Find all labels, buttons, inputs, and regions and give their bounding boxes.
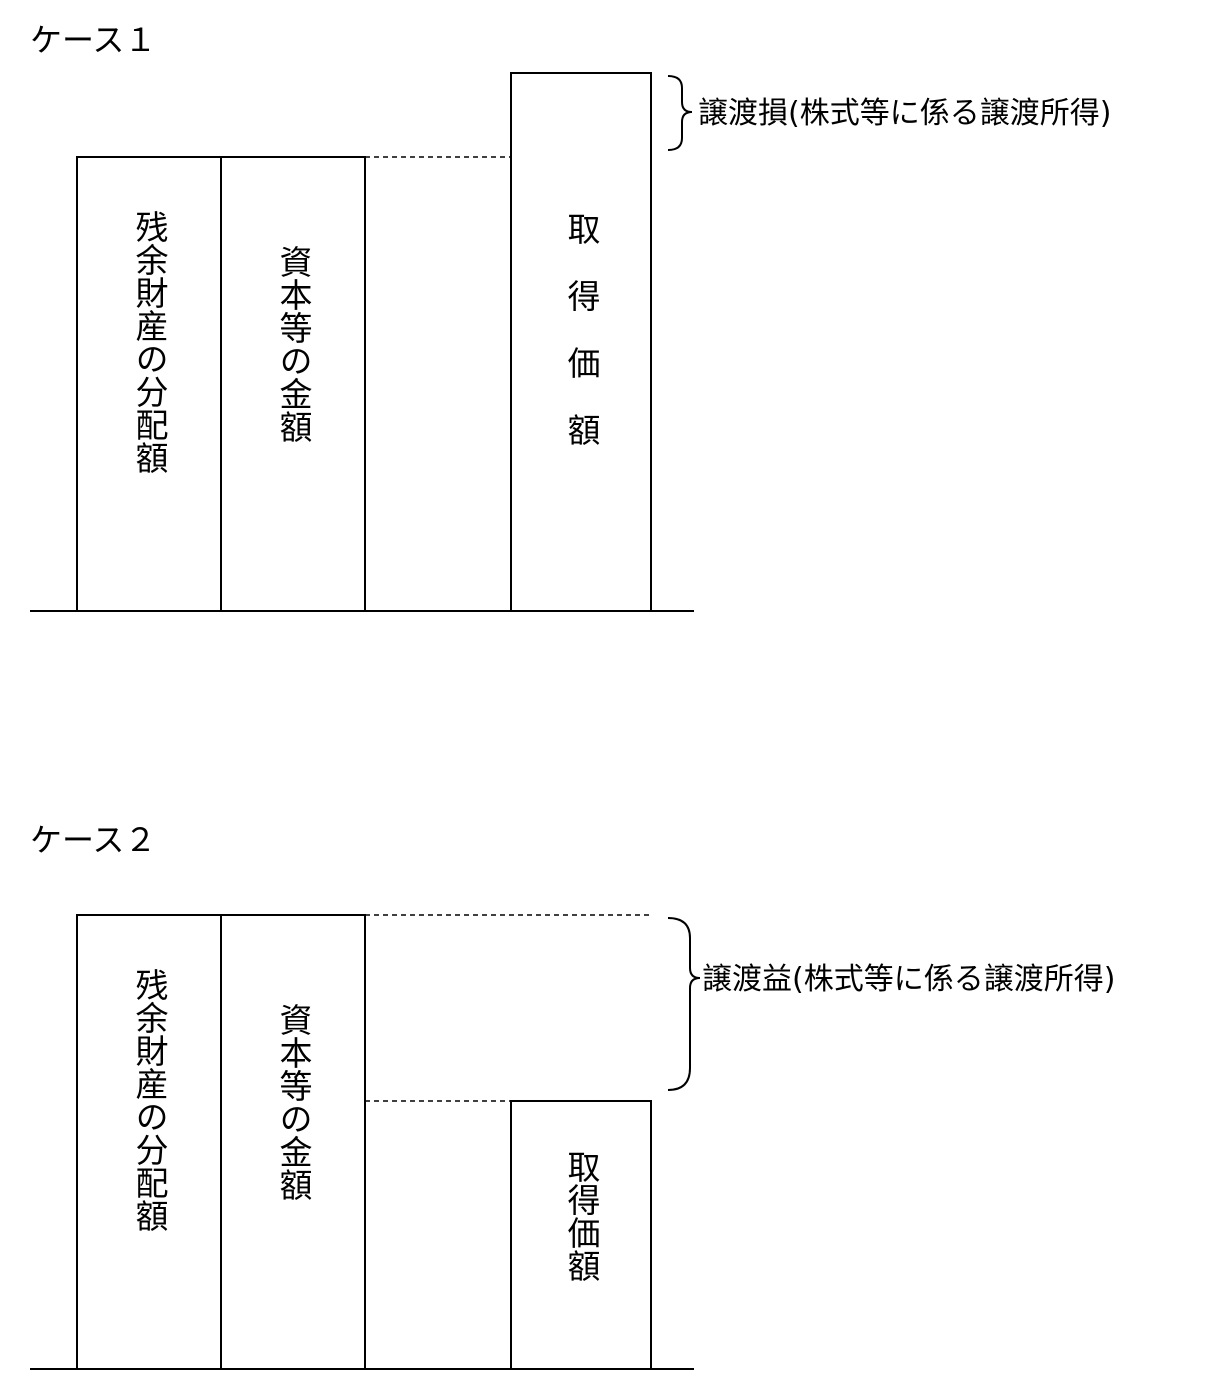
case2-figure	[30, 914, 701, 1370]
case1-note: 譲渡損(株式等に係る譲渡所得)	[698, 96, 1112, 131]
case2-acquisition-label: 取得価額	[562, 1150, 601, 1282]
case2-distribution-label: 残余財産の分配額	[130, 968, 169, 1232]
case1-distribution-box	[76, 156, 222, 611]
case2-capital-label: 資本等の金額	[274, 1003, 313, 1201]
case1-acquisition-box	[510, 72, 652, 611]
case1-title: ケース１	[30, 21, 157, 59]
case2-acquisition-box	[510, 1100, 652, 1369]
case1-distribution-label: 残余財産の分配額	[130, 210, 169, 474]
case1-capital-label: 資本等の金額	[274, 245, 313, 443]
case2-note: 譲渡益(株式等に係る譲渡所得)	[702, 962, 1116, 997]
case1-acquisition-label: 取得価額	[562, 212, 601, 480]
case2-title: ケース２	[30, 821, 157, 859]
case2-brace	[667, 917, 701, 1091]
case1-figure	[30, 72, 694, 612]
case1-brace	[667, 75, 693, 151]
case2-distribution-box	[76, 914, 222, 1369]
